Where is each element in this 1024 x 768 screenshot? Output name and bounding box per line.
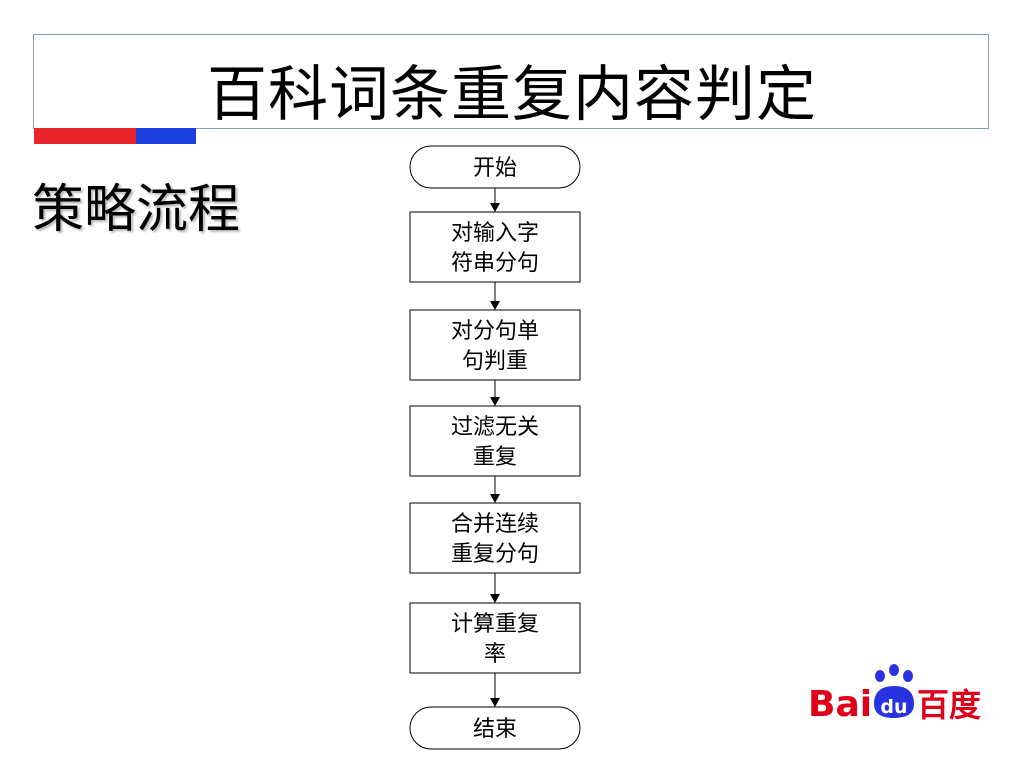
flow-arrow-rate-end bbox=[490, 673, 500, 707]
flow-node-label: 对分句单 bbox=[451, 319, 539, 344]
flow-arrow-merge-rate bbox=[490, 573, 500, 603]
title-frame bbox=[33, 34, 989, 129]
flow-node-label: 计算重复 bbox=[451, 612, 539, 637]
flow-arrow-start-split bbox=[490, 188, 500, 212]
flow-node-label: 过滤无关 bbox=[451, 415, 539, 440]
flow-node-label: 符串分句 bbox=[451, 251, 539, 276]
baidu-logo: Bai du 百度 bbox=[808, 664, 981, 724]
flow-node-start: 开始 bbox=[409, 145, 581, 189]
flow-node-label: 结束 bbox=[473, 717, 517, 742]
flow-arrow-filter-merge bbox=[490, 476, 500, 503]
flow-node-label: 开始 bbox=[473, 156, 517, 181]
logo-mark: du bbox=[880, 696, 907, 718]
slide-title: 百科词条重复内容判定 bbox=[207, 60, 817, 130]
flow-node-label: 对输入字 bbox=[451, 221, 539, 246]
flow-node-label: 重复分句 bbox=[451, 542, 539, 567]
flow-node-label: 合并连续 bbox=[451, 512, 539, 537]
flow-node-label: 句判重 bbox=[462, 349, 528, 374]
process-box bbox=[409, 602, 581, 674]
section-subtitle: 策略流程 bbox=[32, 180, 241, 240]
accent-bar-red bbox=[34, 128, 136, 144]
accent-bar-blue bbox=[136, 128, 196, 144]
logo-chinese: 百度 bbox=[917, 686, 981, 724]
logo-latin: Bai bbox=[808, 684, 872, 724]
flow-arrow-split-judge bbox=[490, 282, 500, 310]
flow-node-label: 重复 bbox=[473, 445, 517, 470]
flow-arrow-judge-filter bbox=[490, 380, 500, 406]
flow-node-end: 结束 bbox=[409, 706, 581, 750]
flow-node-label: 率 bbox=[484, 642, 506, 667]
paw-icon bbox=[874, 664, 914, 718]
